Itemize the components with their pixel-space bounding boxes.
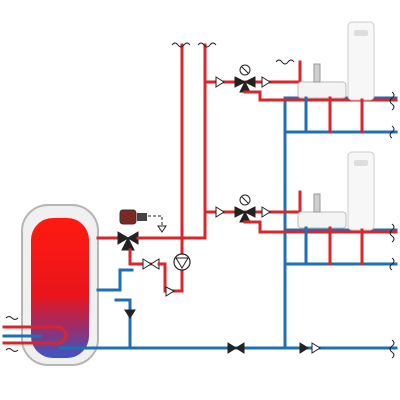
thermostatic-mixing-valve (117, 209, 147, 251)
wavy-line-icon (197, 42, 217, 48)
wavy-line-icon (389, 257, 395, 271)
wavy-line-icon (171, 42, 191, 48)
check-valve (227, 342, 245, 354)
wavy-line-icon (389, 91, 395, 111)
check-valve (142, 258, 160, 270)
wavy-line-icon (389, 223, 395, 243)
check-valve (261, 206, 271, 218)
instantaneous-water-heater (347, 21, 375, 134)
check-valve (165, 286, 176, 297)
washbasin (297, 63, 347, 134)
check-valve (124, 309, 136, 319)
instantaneous-water-heater (347, 151, 375, 266)
wavy-line-icon (5, 316, 19, 352)
wavy-line-icon (389, 125, 395, 139)
balancing-valve (234, 64, 256, 93)
check-valve (215, 206, 225, 218)
washbasin (297, 193, 347, 266)
check-valve (311, 342, 321, 354)
wavy-line-icon (389, 339, 395, 359)
wavy-line-icon (275, 59, 295, 65)
check-valve (215, 76, 225, 88)
heating-coil (2, 325, 68, 345)
hot-supply (136, 43, 207, 240)
balancing-valve (234, 194, 256, 223)
check-valve (261, 76, 271, 88)
check-valve (299, 342, 309, 354)
tank-water (31, 218, 89, 358)
storage-tank (2, 204, 99, 366)
